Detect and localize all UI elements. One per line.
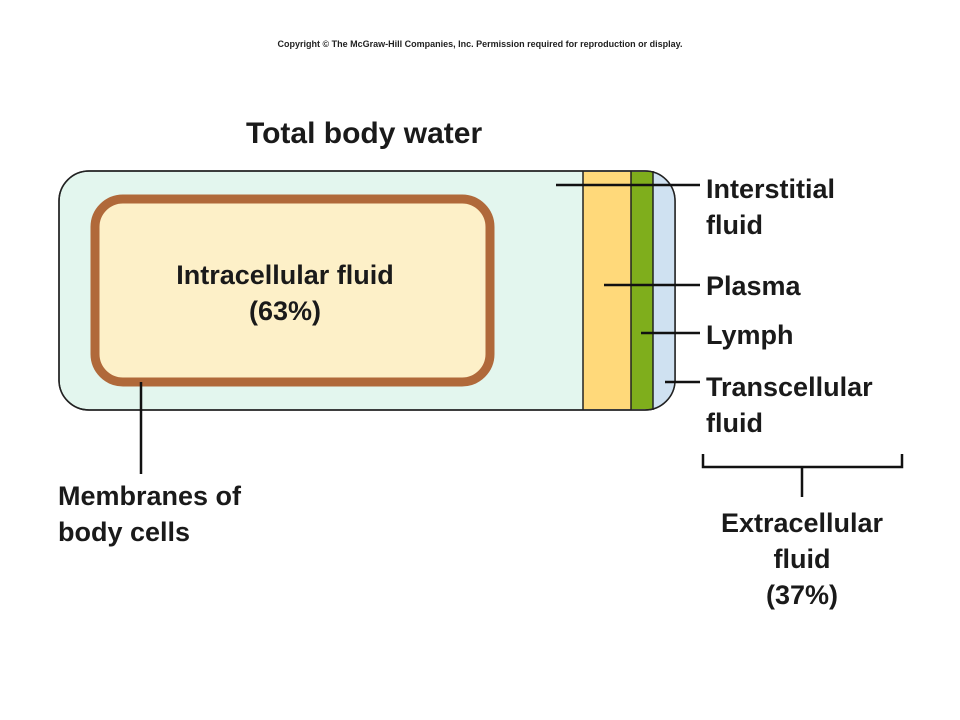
intracellular-label-percent: (63%) [248,296,322,326]
extracellular-label-percent: (37%) [765,580,839,610]
intracellular-compartment [90,194,495,387]
extracellular-label-line2: fluid [773,544,831,574]
membranes-label-line1: Membranes of [58,481,242,511]
transcellular-label-line2: fluid [706,408,763,438]
intracellular-label: Intracellular fluid (63%) [150,257,420,329]
copyright-notice: Copyright © The McGraw-Hill Companies, I… [277,39,683,49]
interstitial-label-line1: Interstitial [706,174,836,204]
plasma-label: Plasma [706,268,801,304]
interstitial-label-line2: fluid [706,210,763,240]
extracellular-fluid-label: Extracellular fluid (37%) [692,505,912,613]
plasma-label-text: Plasma [706,271,801,301]
transcellular-label-line1: Transcellular [706,372,873,402]
transcellular-fluid-label: Transcellular fluid [706,369,873,441]
extracellular-label-line1: Extracellular [720,508,884,538]
lymph-compartment [631,172,653,409]
diagram-title: Total body water [246,117,483,150]
transcellular-compartment [653,172,675,409]
interstitial-fluid-label: Interstitial fluid [706,171,835,243]
lymph-label: Lymph [706,317,794,353]
plasma-compartment [583,172,631,409]
membranes-label-line2: body cells [58,517,191,547]
total-body-water-outline [58,170,676,411]
lymph-label-text: Lymph [706,320,794,350]
intracellular-label-name: Intracellular fluid [176,260,394,290]
extracellular-bracket [701,454,904,497]
membranes-label: Membranes of body cells [58,478,241,550]
